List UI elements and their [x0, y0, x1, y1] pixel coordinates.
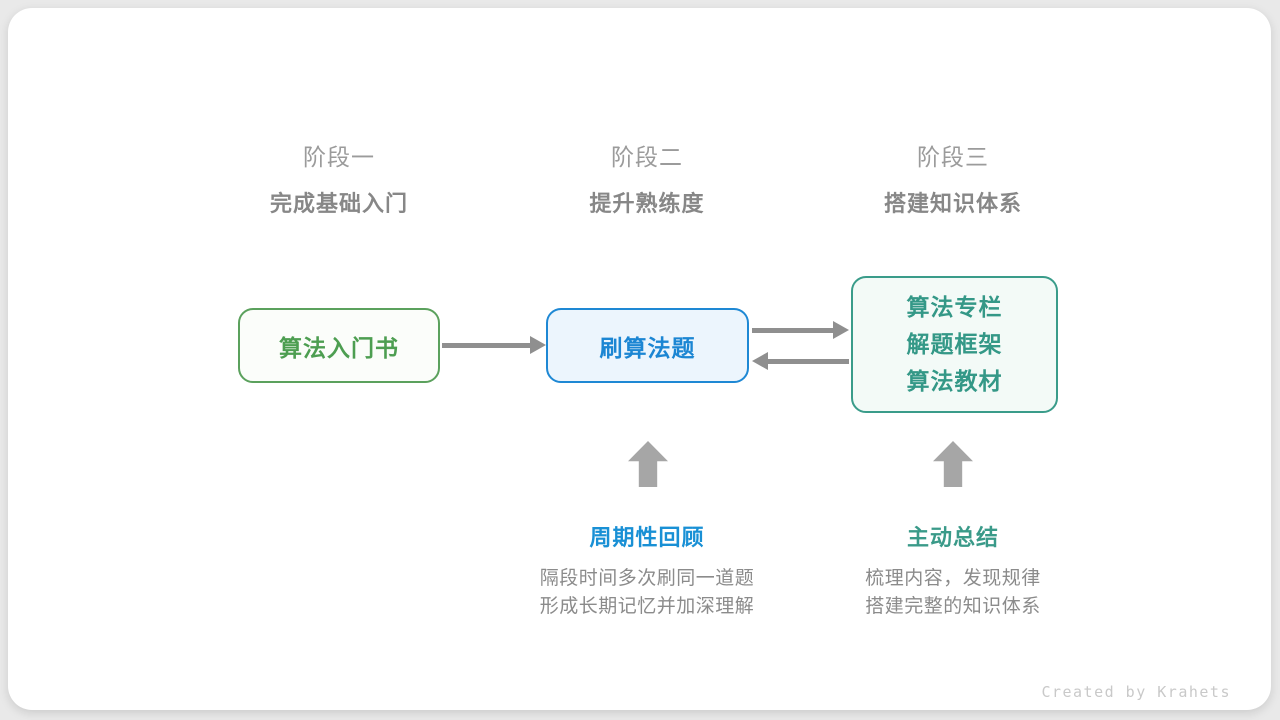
note-line: 隔段时间多次刷同一道题 — [539, 568, 755, 589]
stage-2-label: 阶段二 — [611, 144, 683, 170]
arrow-head — [530, 336, 546, 354]
node-knowledge-sources-line-3: 算法教材 — [906, 368, 1003, 394]
stage-1-subtitle: 完成基础入门 — [269, 191, 408, 216]
node-practice-problems: 刷算法题 — [546, 308, 749, 383]
node-knowledge-sources: 算法专栏 解题框架 算法教材 — [851, 276, 1058, 413]
arrow-shaft — [766, 358, 849, 364]
note-line: 梳理内容，发现规律 — [865, 568, 1041, 589]
node-intro-book: 算法入门书 — [238, 308, 440, 383]
note-periodic-review-body: 隔段时间多次刷同一道题 形成长期记忆并加深理解 — [487, 565, 807, 621]
note-periodic-review-title: 周期性回顾 — [589, 525, 705, 550]
node-intro-book-label: 算法入门书 — [279, 334, 399, 361]
arrow-head — [752, 352, 768, 370]
note-line: 搭建完整的知识体系 — [865, 596, 1041, 617]
node-knowledge-sources-line-1: 算法专栏 — [906, 294, 1003, 320]
note-line: 形成长期记忆并加深理解 — [539, 596, 755, 617]
node-practice-problems-label: 刷算法题 — [599, 334, 696, 361]
arrow-head — [833, 321, 849, 339]
credit-text: Created by Krahets — [1041, 683, 1231, 701]
arrow-right-icon — [752, 321, 849, 339]
arrow-shaft — [752, 327, 835, 333]
diagram-card: 阶段一 完成基础入门 阶段二 提升熟练度 阶段三 搭建知识体系 算法入门书 刷算… — [8, 8, 1271, 710]
stage-3-subtitle: 搭建知识体系 — [883, 191, 1022, 216]
arrow-shaft — [442, 342, 532, 348]
arrow-right-icon — [442, 336, 546, 354]
stage-1-label: 阶段一 — [303, 144, 375, 170]
arrow-up-icon — [933, 441, 973, 487]
stage-2-subtitle: 提升熟练度 — [589, 191, 705, 216]
node-knowledge-sources-line-2: 解题框架 — [906, 331, 1003, 357]
arrow-left-icon — [752, 352, 849, 370]
note-active-summary-body: 梳理内容，发现规律 搭建完整的知识体系 — [793, 565, 1113, 621]
note-active-summary-title: 主动总结 — [906, 525, 999, 550]
stage-3-label: 阶段三 — [917, 144, 989, 170]
arrow-up-icon — [628, 441, 668, 487]
